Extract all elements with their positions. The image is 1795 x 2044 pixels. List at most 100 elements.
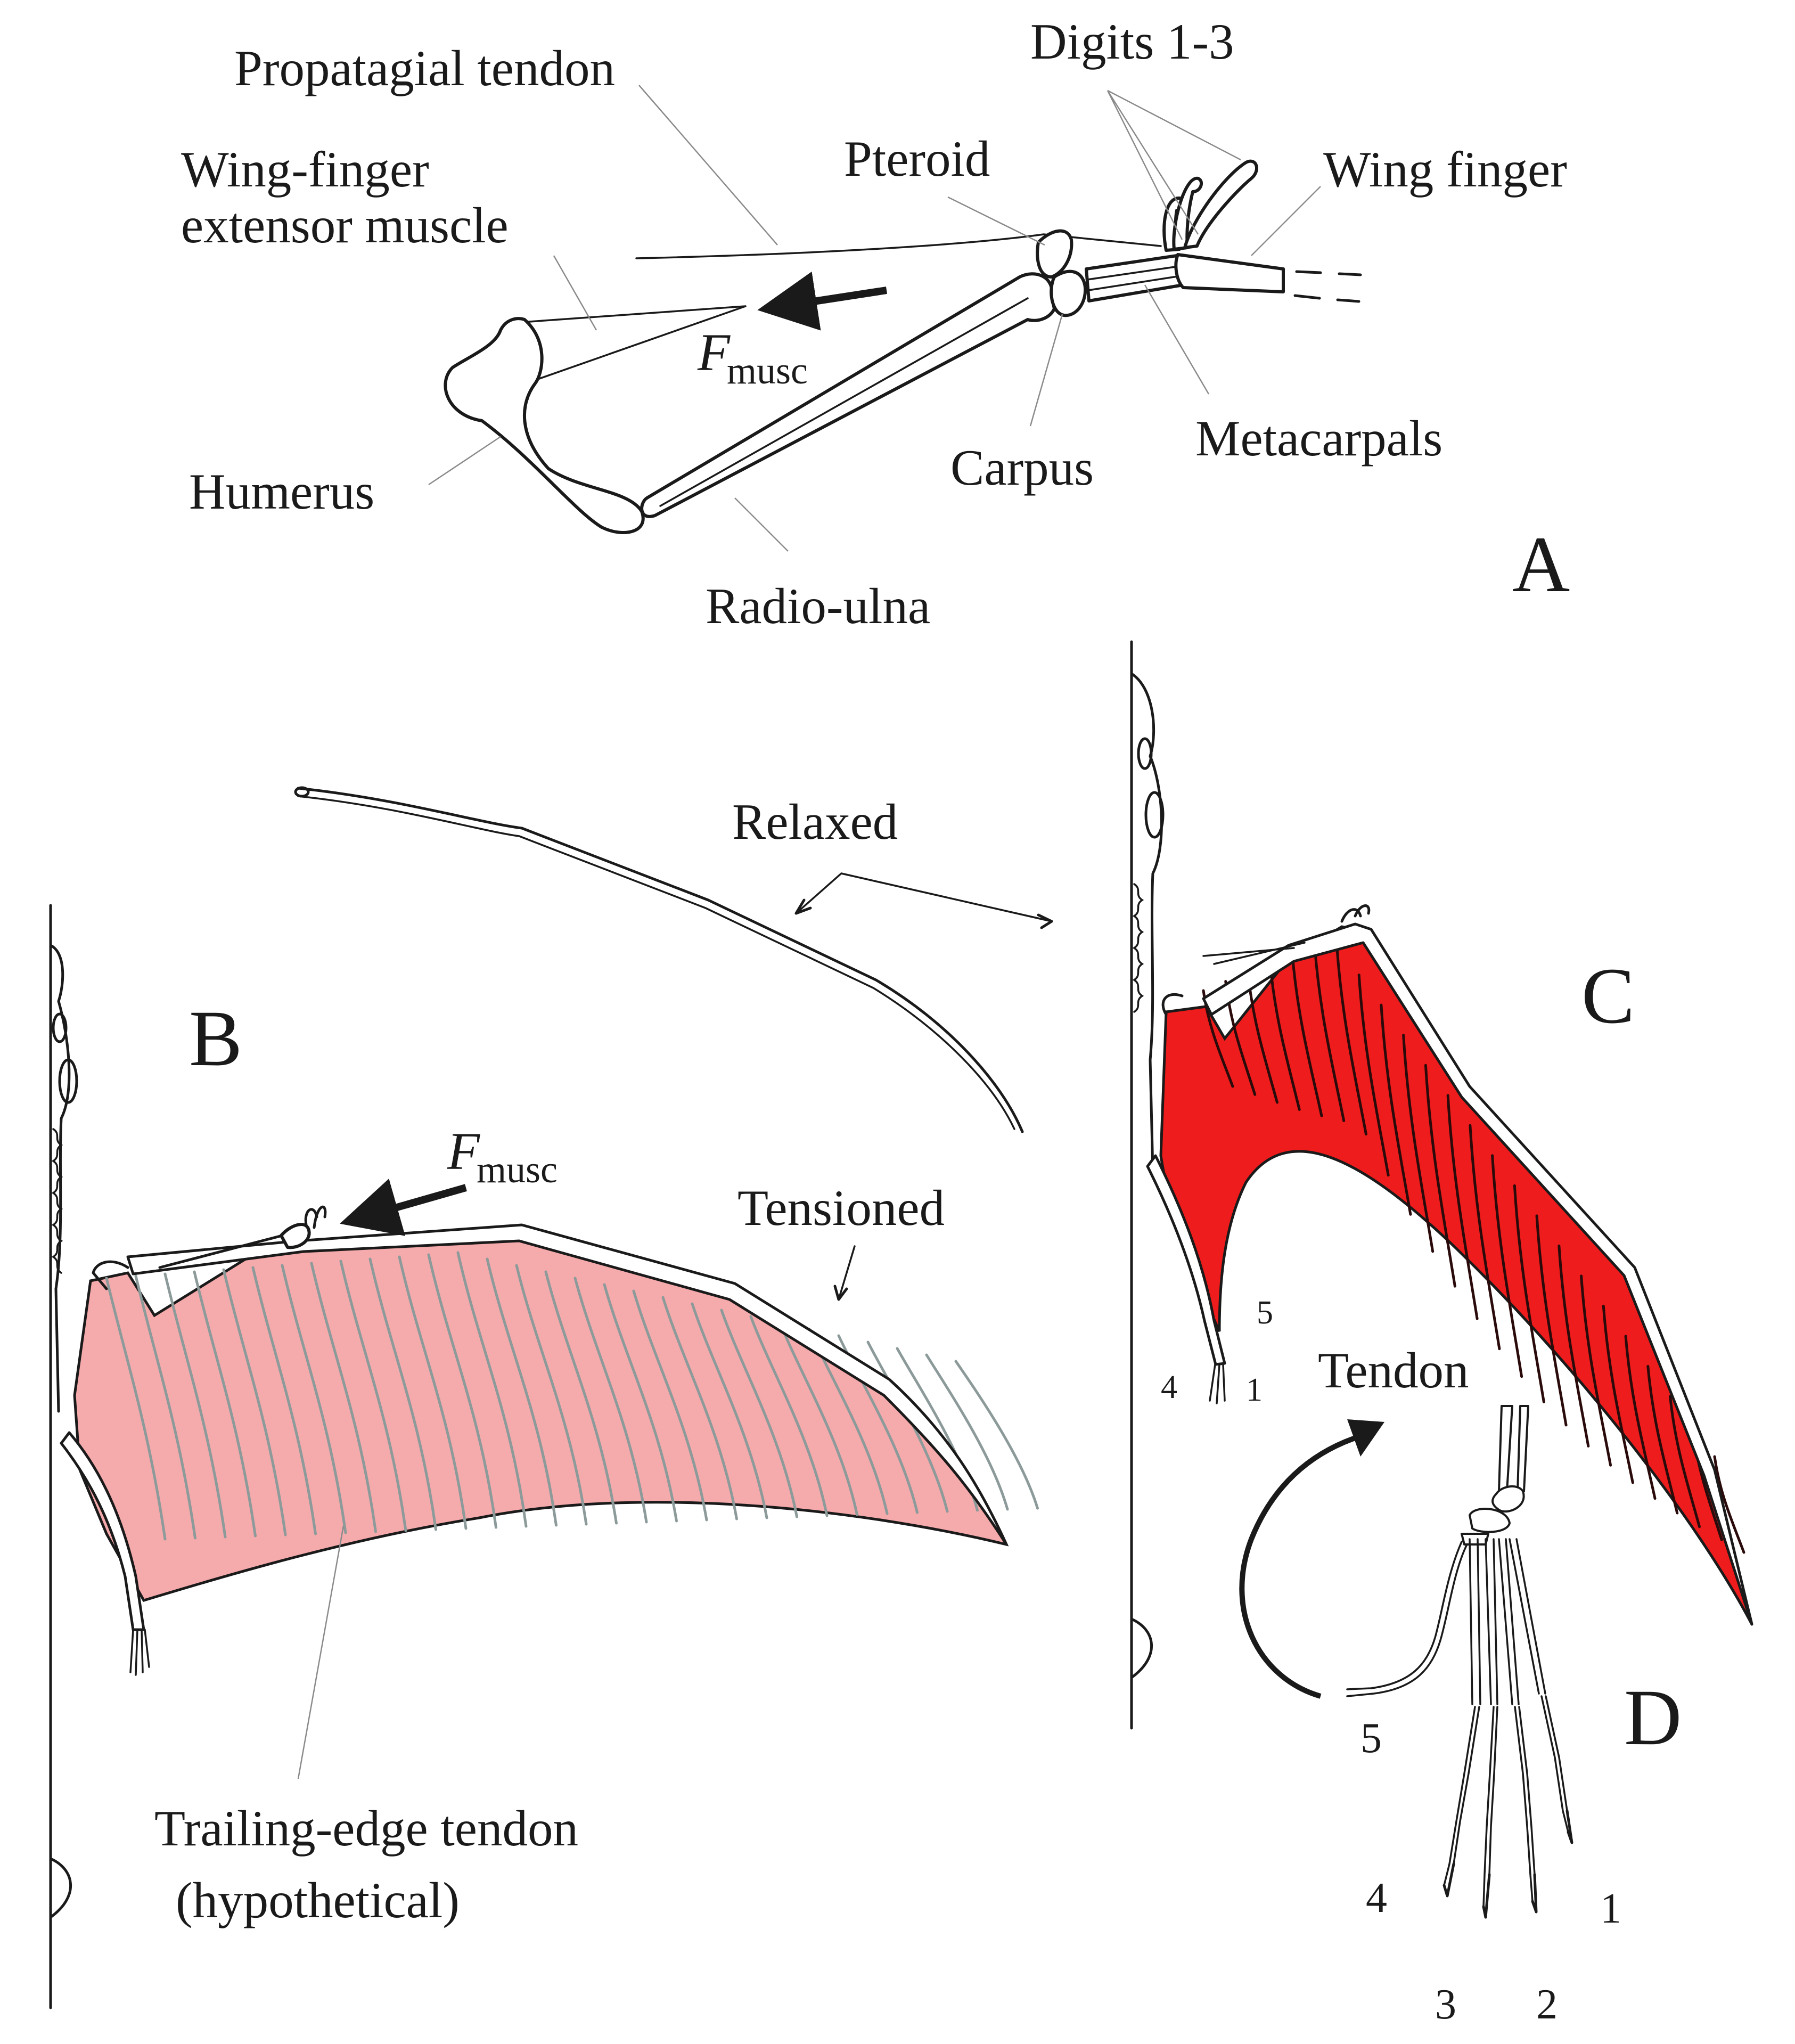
membrane-fibre (251, 1266, 317, 1535)
digits-1-3-claws (1162, 159, 1258, 252)
foot-skeleton-d (1346, 1405, 1573, 1919)
membrane-fibre (368, 1257, 437, 1531)
membrane-fibre (1291, 952, 1323, 1117)
curved-arrow-d (1239, 1435, 1356, 1699)
wing-membrane-b (73, 1226, 1009, 1602)
label-digit-3-d: 3 (1435, 1981, 1456, 2028)
membrane-fibre (1357, 974, 1390, 1177)
membrane-fibre (105, 1277, 167, 1541)
label-relaxed: Relaxed (732, 794, 898, 850)
panel-letter-b: B (189, 994, 242, 1083)
hind-limb-b (60, 1431, 145, 1631)
panel-c: 5 4 1 C (1130, 640, 1753, 1730)
label-digit-5-c: 5 (1257, 1295, 1273, 1331)
membrane-fibre (1535, 1214, 1568, 1427)
svg-text:musc: musc (727, 349, 808, 392)
hip-b (49, 1857, 72, 1919)
label-humerus: Humerus (189, 463, 374, 520)
label-metacarpals: Metacarpals (1195, 410, 1442, 467)
membrane-fibre (1669, 1395, 1701, 1528)
label-f-musc-a: F musc (697, 323, 808, 392)
membrane-fibre (544, 1270, 618, 1525)
wing-bones-b (126, 1223, 1008, 1546)
humerus-bone (444, 317, 645, 534)
label-tendon: Tendon (1318, 1342, 1469, 1399)
membrane-fibre (749, 1315, 829, 1517)
membrane-fibre (925, 1353, 1009, 1511)
label-digit-1-d: 1 (1600, 1885, 1621, 1932)
label-digit-4-d: 4 (1366, 1875, 1387, 1922)
pteroid-bone (1036, 229, 1073, 279)
membrane-fibre (134, 1274, 196, 1540)
membrane-fibre (954, 1360, 1039, 1510)
label-trailing-edge-2: (hypothetical) (176, 1872, 460, 1928)
membrane-fibre (1424, 1064, 1456, 1288)
panel-letter-a: A (1512, 520, 1570, 609)
f-musc-arrow-a (757, 271, 888, 331)
membrane-fibre (1491, 1154, 1523, 1378)
membrane-fibre (720, 1309, 798, 1518)
trailing-edge-pointer (297, 1525, 345, 1779)
tensioned-pointer-line (838, 1245, 856, 1301)
propatagial-tendon (635, 233, 1162, 259)
label-propatagial-tendon: Propatagial tendon (234, 40, 615, 96)
label-digit-2-d: 2 (1536, 1981, 1558, 2028)
membrane-fibre (1624, 1335, 1657, 1500)
carpus-bone (1050, 269, 1087, 317)
membrane-fibre (1580, 1274, 1612, 1467)
membrane-fibre (778, 1321, 858, 1516)
label-wing-finger-extensor-1: Wing-finger (181, 141, 429, 198)
membrane-fibre (222, 1268, 287, 1536)
panel-d: Tendon (1239, 1342, 1682, 2028)
radio-ulna-bone (640, 272, 1056, 518)
panel-a: Propatagial tendon Digits 1-3 Pteroid Wi… (181, 13, 1570, 634)
label-wing-finger: Wing finger (1323, 141, 1567, 198)
svg-text:musc: musc (477, 1148, 558, 1191)
label-wing-finger-extensor-2: extensor muscle (181, 197, 509, 254)
membrane-fibre (1646, 1364, 1679, 1515)
label-digit-5-d: 5 (1360, 1715, 1382, 1762)
label-pteroid: Pteroid (844, 130, 990, 187)
membrane-fibre (310, 1262, 377, 1533)
hind-limb-c (1146, 1154, 1226, 1366)
membrane-fibre (163, 1272, 227, 1539)
body-skull-b (49, 944, 71, 1413)
wing-finger-bone (1174, 253, 1285, 293)
membrane-fibre (1268, 961, 1301, 1111)
membrane-fibre (661, 1296, 738, 1520)
membrane-fibre (339, 1260, 407, 1532)
label-tensioned: Tensioned (737, 1180, 945, 1236)
curved-arrow-d-head (1347, 1419, 1384, 1457)
membrane-fibre (398, 1255, 468, 1530)
svg-text:F: F (697, 323, 731, 382)
f-musc-arrow-b (340, 1179, 467, 1236)
label-f-musc-b: F musc (447, 1122, 558, 1191)
panel-letter-d: D (1624, 1673, 1682, 1762)
membrane-fibre (1402, 1034, 1435, 1253)
relaxed-pointer-lines (795, 872, 1053, 922)
label-digits: Digits 1-3 (1030, 13, 1234, 70)
membrane-fibre (603, 1283, 678, 1523)
label-digit-4-c: 4 (1161, 1369, 1177, 1405)
membrane-fibre (193, 1270, 257, 1538)
relaxed-wing-bones (297, 787, 1024, 1133)
membrane-fibre (456, 1251, 528, 1528)
membrane-fibre (1713, 1455, 1745, 1554)
membrane-fibre (281, 1264, 347, 1534)
label-radio-ulna: Radio-ulna (706, 578, 930, 634)
membrane-fibre (515, 1264, 588, 1526)
svg-text:F: F (447, 1122, 480, 1181)
label-trailing-edge-1: Trailing-edge tendon (154, 1800, 578, 1857)
membrane-fibre (1558, 1244, 1590, 1448)
membrane-fibre (1469, 1124, 1501, 1351)
hip-c (1130, 1617, 1153, 1679)
membrane-fibre (691, 1302, 768, 1519)
membrane-fibre (1513, 1184, 1545, 1403)
membrane-fibre (427, 1253, 497, 1529)
membrane-fibre (632, 1289, 708, 1522)
panel-letter-c: C (1581, 952, 1635, 1040)
label-digit-1-c: 1 (1246, 1372, 1263, 1408)
panel-b: F musc Relaxed Tensioned Trailing-edge t… (49, 786, 1053, 2009)
membrane-fibre (1602, 1304, 1634, 1484)
